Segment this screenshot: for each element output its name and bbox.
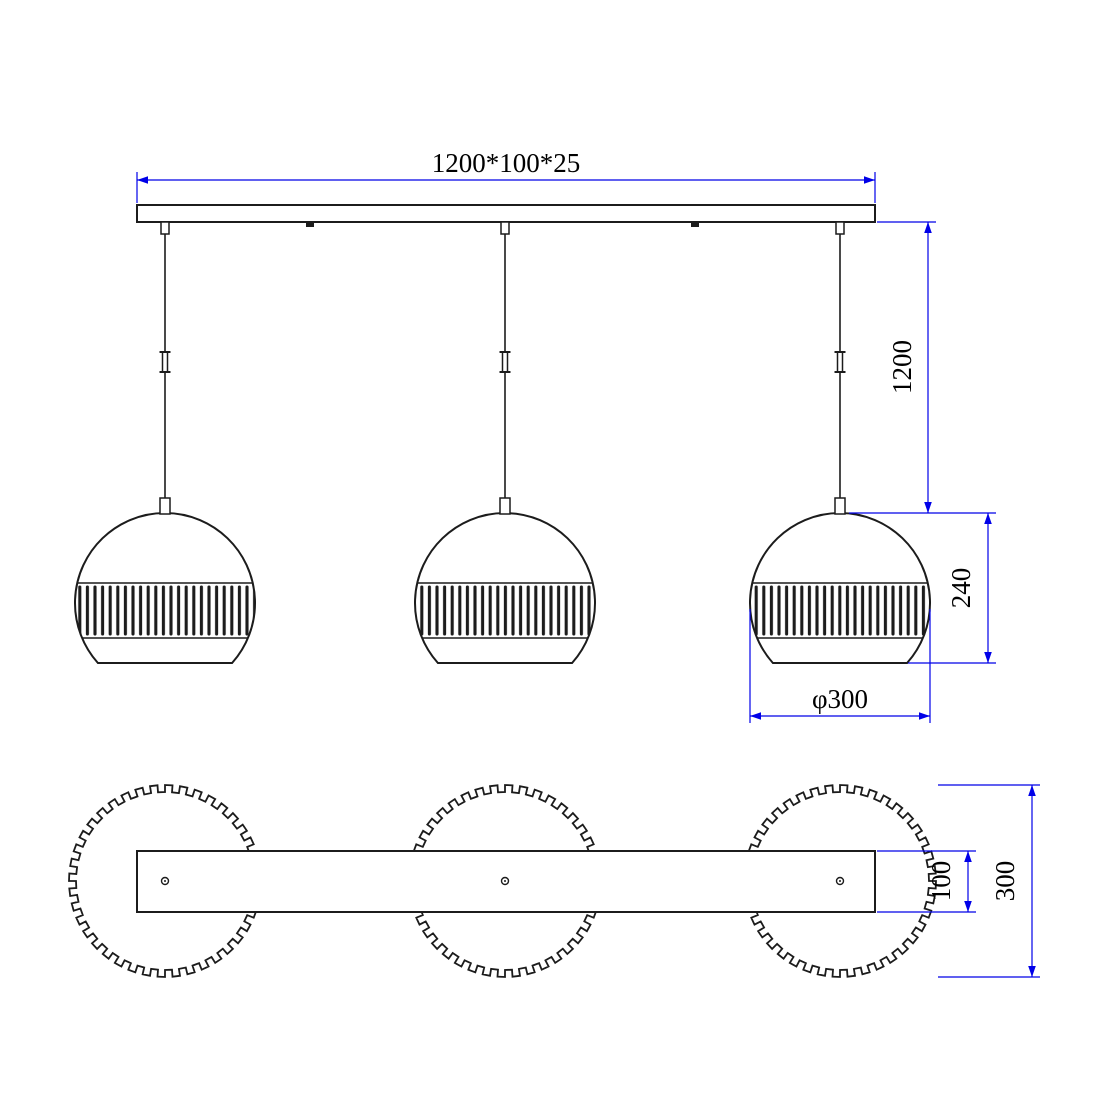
shade-top-fitting	[159, 497, 171, 515]
cable-top-fitting	[835, 221, 845, 235]
shade-serrated-outline	[68, 784, 262, 978]
dimension-canopy-width: 100	[877, 850, 976, 913]
cable-hole	[835, 876, 845, 886]
vent-slats	[75, 583, 255, 638]
cable-top-fitting	[500, 221, 510, 235]
suspension-cable	[834, 221, 846, 515]
cable-adjuster	[161, 351, 169, 373]
vent-slats	[415, 583, 595, 638]
lamp-shade	[74, 512, 256, 664]
shade-top-fitting	[834, 497, 846, 515]
arrowhead	[984, 513, 992, 524]
vent-band	[750, 582, 930, 639]
dimension-label: φ300	[812, 684, 868, 714]
cable-hole	[500, 876, 510, 886]
dimension-label: 300	[990, 861, 1020, 902]
arrowhead	[924, 222, 932, 233]
hole-center	[504, 880, 506, 882]
dimension-label: 100	[926, 861, 956, 902]
arrowhead	[864, 176, 875, 184]
arrowhead	[750, 712, 761, 720]
arrowhead	[984, 652, 992, 663]
arrowhead	[137, 176, 148, 184]
dimension-shade-height: 240	[908, 513, 996, 664]
vent-band	[75, 582, 255, 639]
vent-band	[415, 582, 595, 639]
lamp-shade	[414, 512, 596, 664]
cable-adjuster	[836, 351, 844, 373]
cable-adjuster	[501, 351, 509, 373]
dimension-label: 240	[946, 568, 976, 609]
arrowhead	[924, 502, 932, 513]
dimension-label: 1200	[887, 340, 917, 394]
dimension-drop-length: 1200	[849, 221, 996, 514]
arrowhead	[1028, 785, 1036, 796]
top-view: 100 300	[68, 784, 1040, 978]
cable-top-fitting	[160, 221, 170, 235]
arrowhead	[964, 851, 972, 862]
dimension-shade-diameter: φ300	[749, 609, 931, 723]
hole-center	[164, 880, 166, 882]
vent-slats	[750, 583, 930, 638]
shade-top-fitting	[499, 497, 511, 515]
dimension-canopy-size: 1200*100*25	[136, 148, 876, 203]
suspension-cable	[159, 221, 171, 515]
suspension-cable	[499, 221, 511, 515]
canopy-bar	[136, 204, 876, 223]
lamp-shade	[749, 512, 931, 664]
cable-hole	[160, 876, 170, 886]
dimension-shade-diameter-top: 300	[938, 784, 1040, 978]
hole-center	[839, 880, 841, 882]
arrowhead	[964, 901, 972, 912]
mounting-screw	[691, 222, 699, 227]
dimension-label: 1200*100*25	[432, 148, 581, 178]
front-view: 1200*100*25 1200 240 φ300	[74, 148, 996, 723]
arrowhead	[1028, 966, 1036, 977]
arrowhead	[919, 712, 930, 720]
mounting-screw	[306, 222, 314, 227]
